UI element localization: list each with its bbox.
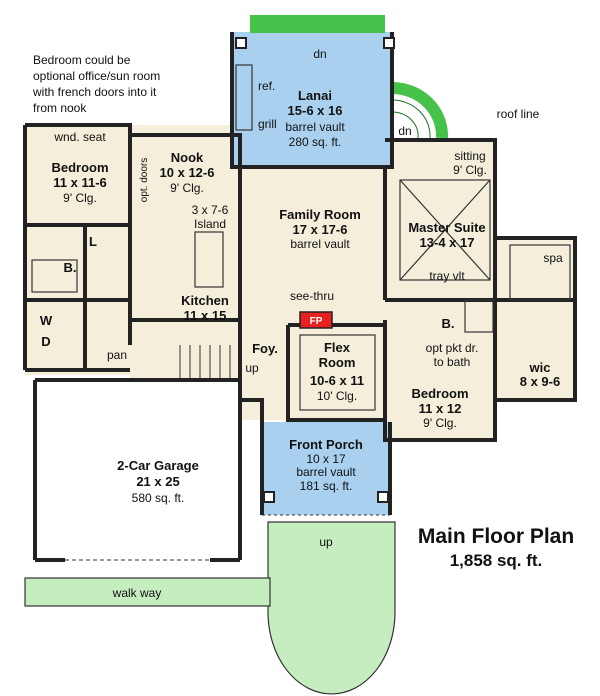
- see-thru-label: see-thru: [290, 289, 334, 303]
- fireplace: [299, 311, 333, 329]
- kitchen-name: Kitchen: [181, 293, 229, 308]
- dn-steps-label: dn: [398, 124, 411, 138]
- family-detail: barrel vault: [290, 237, 350, 251]
- garage-labels: 2-Car Garage 21 x 25 580 sq. ft.: [117, 458, 199, 505]
- nook-size: 10 x 12-6: [160, 165, 215, 180]
- lanai-area: 280 sq. ft.: [289, 135, 342, 149]
- bedroom2-size: 11 x 12: [419, 401, 462, 416]
- note-line4: from nook: [33, 101, 87, 115]
- lanai-name: Lanai: [298, 88, 332, 103]
- sitting-clg-label: 9' Clg.: [453, 163, 487, 177]
- family-name: Family Room: [279, 207, 361, 222]
- front-lawn: [267, 521, 396, 695]
- washer-label: W: [40, 313, 53, 328]
- to-bath-label: to bath: [434, 355, 471, 369]
- garage-area: 580 sq. ft.: [132, 491, 185, 505]
- opt-doors-label: opt. doors: [139, 158, 150, 202]
- wic-name: wic: [529, 360, 551, 375]
- wic-labels: wic 8 x 9-6: [520, 360, 560, 389]
- ref-label: ref.: [258, 79, 275, 93]
- kitchen-labels: 3 x 7-6 Island Kitchen 11 x 15: [181, 203, 229, 323]
- porch-size: 10 x 17: [306, 452, 346, 466]
- misc-labels: dn dn ref. grill roof line sitting 9' Cl…: [40, 47, 563, 600]
- up-foyer-label: up: [245, 361, 259, 375]
- flex-size: 10-6 x 11: [310, 373, 364, 388]
- nook-name: Nook: [171, 150, 204, 165]
- wic-size: 8 x 9-6: [520, 374, 560, 389]
- lanai-grill-counter: [235, 64, 253, 131]
- note-line2: optional office/sun room: [33, 69, 160, 83]
- bedroom1-detail: 9' Clg.: [63, 191, 97, 205]
- island-label: Island: [194, 217, 226, 231]
- porch-labels: Front Porch 10 x 17 barrel vault 181 sq.…: [289, 437, 363, 493]
- spa-label: spa: [543, 251, 563, 265]
- nook-labels: Nook 10 x 12-6 9' Clg.: [160, 150, 215, 195]
- grill-label: grill: [258, 117, 277, 131]
- plan-area: 1,858 sq. ft.: [450, 551, 543, 570]
- island-size: 3 x 7-6: [192, 203, 229, 217]
- dryer-label: D: [41, 334, 50, 349]
- garage-size: 21 x 25: [136, 474, 179, 489]
- kitchen-size: 11 x 15: [184, 308, 227, 323]
- porch-detail: barrel vault: [296, 465, 356, 479]
- nook-detail: 9' Clg.: [170, 181, 204, 195]
- lanai-floor: [232, 32, 392, 167]
- note-line3: with french doors into it: [32, 85, 157, 99]
- opt-pkt-dr-label: opt pkt dr.: [426, 341, 479, 355]
- master-size: 13-4 x 17: [420, 235, 475, 250]
- dn-top-label: dn: [313, 47, 326, 61]
- flex-detail: 10' Clg.: [317, 389, 357, 403]
- fireplace-label: FP: [310, 316, 323, 327]
- foyer-label: Foy.: [252, 341, 278, 356]
- interior-details: [31, 37, 571, 561]
- master-labels: Master Suite 13-4 x 17 tray vlt: [408, 220, 485, 283]
- family-size: 17 x 17-6: [293, 222, 348, 237]
- curved-steps: [391, 81, 449, 139]
- roof-line-label: roof line: [497, 107, 540, 121]
- master-detail: tray vlt: [429, 269, 465, 283]
- walk-way-label: walk way: [112, 586, 162, 600]
- up-porch-label: up: [319, 535, 333, 549]
- sitting-label: sitting: [454, 149, 485, 163]
- lanai-detail: barrel vault: [285, 120, 345, 134]
- wnd-seat-label: wnd. seat: [53, 130, 106, 144]
- family-labels: Family Room 17 x 17-6 barrel vault: [279, 207, 361, 251]
- bedroom2-detail: 9' Clg.: [423, 416, 457, 430]
- design-note: Bedroom could be optional office/sun roo…: [32, 53, 160, 115]
- bedroom2-name: Bedroom: [411, 386, 468, 401]
- flex-name: Flex: [324, 340, 351, 355]
- flex-name2: Room: [319, 355, 356, 370]
- porch-name: Front Porch: [289, 437, 363, 452]
- bedroom1-size: 11 x 11-6: [53, 175, 107, 190]
- bedroom2-labels: Bedroom 11 x 12 9' Clg.: [411, 386, 468, 430]
- garage-name: 2-Car Garage: [117, 458, 199, 473]
- bedroom1-name: Bedroom: [51, 160, 108, 175]
- walk-way: [24, 577, 271, 607]
- lanai-size: 15-6 x 16: [288, 103, 343, 118]
- walls: [23, 32, 577, 562]
- note-line1: Bedroom could be: [33, 53, 131, 67]
- garage-floor: [35, 380, 240, 560]
- bath-b-label: B.: [64, 260, 77, 275]
- porch-floor: [262, 422, 390, 515]
- bedroom1-labels: Bedroom 11 x 11-6 9' Clg.: [51, 160, 108, 205]
- master-name: Master Suite: [408, 220, 485, 235]
- pantry-label: pan: [107, 348, 127, 362]
- porch-area: 181 sq. ft.: [300, 479, 353, 493]
- bath-b2-label: B.: [442, 316, 455, 331]
- lanai-green-strip: [250, 15, 385, 33]
- lanai-labels: Lanai 15-6 x 16 barrel vault 280 sq. ft.: [285, 88, 345, 149]
- flex-labels: Flex Room 10-6 x 11 10' Clg.: [310, 340, 364, 403]
- plan-title: Main Floor Plan: [418, 525, 574, 548]
- linen-label: L: [89, 234, 97, 249]
